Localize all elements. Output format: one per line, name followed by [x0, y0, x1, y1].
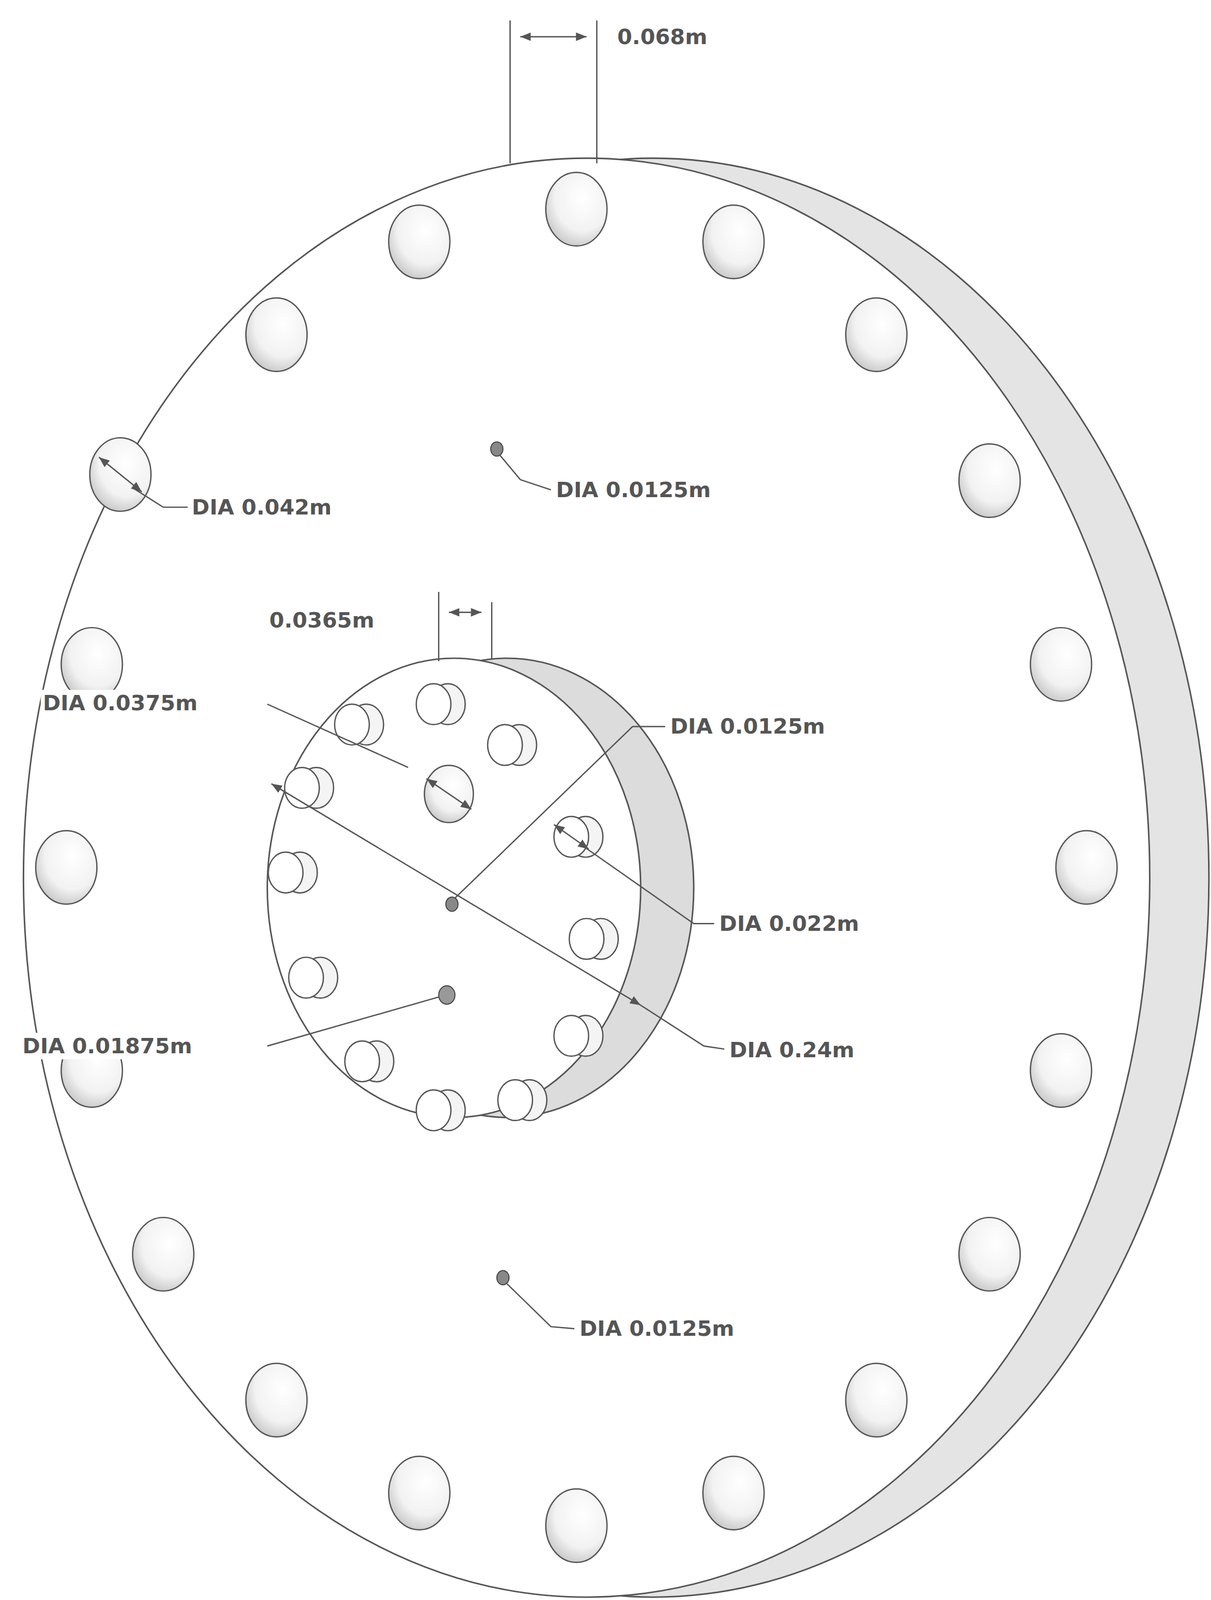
hub-centre-hole: [445, 896, 459, 912]
dimension-label: DIA 0.0125m: [553, 476, 714, 504]
hub-lower-hole: [438, 985, 455, 1004]
dimension-label: DIA 0.0125m: [668, 713, 828, 740]
dimension-label: DIA 0.01875m: [20, 1032, 195, 1060]
hub-bolt-holes: [268, 683, 618, 1131]
dimension-lines: [99, 20, 725, 1329]
hub-face: [267, 658, 641, 1118]
dimension-label: DIA 0.042m: [189, 494, 334, 521]
disc-face: [23, 158, 1150, 1597]
hub-centre-hole-large: [424, 765, 474, 823]
dimension-label: DIA 0.022m: [716, 910, 862, 937]
dimension-label: DIA 0.0375m: [40, 689, 200, 717]
bolt-holes: [35, 172, 1117, 1562]
dimension-label: DIA 0.0125m: [577, 1315, 737, 1342]
dimension-label: 0.0365m: [267, 606, 377, 634]
dimension-label: 0.068m: [615, 23, 710, 51]
dimension-label: DIA 0.24m: [727, 1036, 857, 1064]
